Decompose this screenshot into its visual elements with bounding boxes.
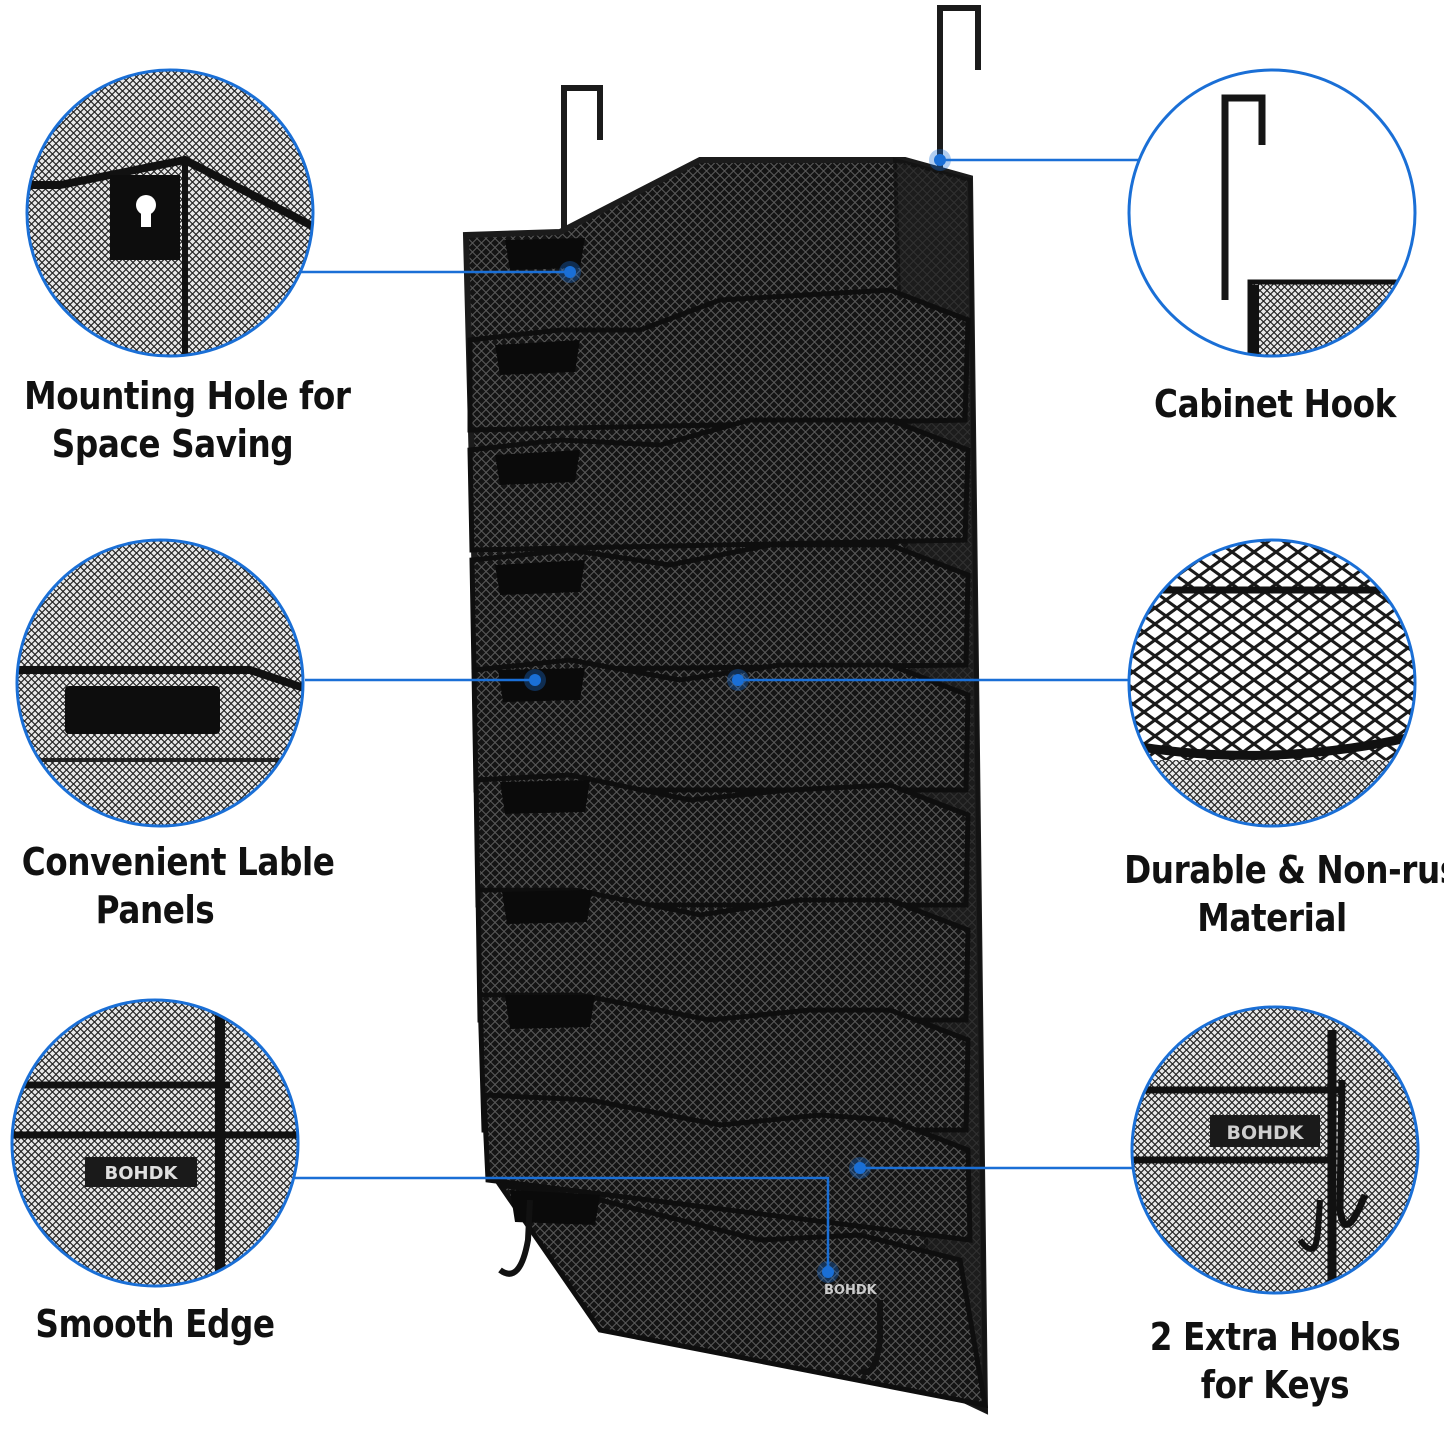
detail-mounting-hole [25,68,315,358]
label-durable-material: Durable & Non-rust Material [1124,848,1444,940]
wall-file-organizer: BOHDK [462,5,989,1415]
label-smooth-edge: Smooth Edge [35,1302,275,1346]
hooks-brand-text: BOHDK [1226,1122,1304,1144]
label-convenient-panels: Convenient Lable Panels [21,840,335,932]
label-extra-hooks: 2 Extra Hooks for Keys [1149,1315,1401,1407]
edge-brand-text: BOHDK [105,1163,179,1184]
detail-extra-hooks: BOHDK [1130,1005,1420,1295]
detail-cabinet-hook [1127,68,1417,358]
detail-label-panels [15,538,305,828]
detail-smooth-edge: BOHDK [10,998,300,1288]
callout-lines [295,158,1140,1272]
callout-dots [524,149,951,1283]
label-mounting-hole: Mounting Hole for Space Saving [24,374,351,466]
organizer-brand-text: BOHDK [824,1283,878,1298]
detail-material [1127,538,1417,828]
label-cabinet-hook: Cabinet Hook [1154,382,1396,426]
